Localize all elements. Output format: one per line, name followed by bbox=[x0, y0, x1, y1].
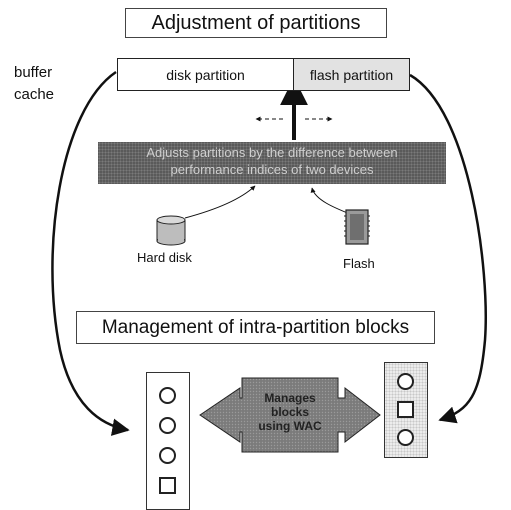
flash-label: Flash bbox=[343, 256, 375, 271]
buffer-cache-line-2: cache bbox=[14, 85, 55, 103]
block-square-icon bbox=[159, 477, 176, 494]
left-curved-arrow bbox=[51, 70, 130, 436]
hard-disk-arrow bbox=[184, 185, 256, 219]
adjustment-title: Adjustment of partitions bbox=[125, 8, 387, 38]
management-title: Management of intra-partition blocks bbox=[76, 311, 435, 344]
adjust-partitions-bar: Adjusts partitions by the difference bet… bbox=[98, 142, 446, 184]
wac-label: Manages blocks using WAC bbox=[244, 391, 336, 433]
buffer-cache-label: buffer cache bbox=[14, 62, 54, 106]
flash-memory-icon bbox=[344, 209, 370, 245]
block-circle-icon bbox=[159, 447, 176, 464]
adjust-bar-line-1: Adjusts partitions by the difference bet… bbox=[146, 145, 398, 160]
block-circle-icon bbox=[159, 417, 176, 434]
wac-line-2: blocks bbox=[270, 405, 309, 419]
hard-disk-label: Hard disk bbox=[137, 250, 192, 265]
wac-line-3: using WAC bbox=[258, 419, 322, 433]
left-block-column bbox=[146, 372, 190, 510]
block-square-icon bbox=[397, 401, 414, 418]
block-circle-icon bbox=[397, 373, 414, 390]
right-curved-arrow bbox=[409, 73, 487, 424]
disk-partition: disk partition bbox=[117, 58, 293, 91]
buffer-cache-line-1: buffer bbox=[14, 64, 53, 81]
wac-double-arrow bbox=[199, 377, 381, 453]
hard-disk-icon bbox=[156, 215, 186, 246]
block-circle-icon bbox=[159, 387, 176, 404]
flash-arrow bbox=[310, 187, 351, 215]
right-block-column bbox=[384, 362, 428, 458]
wac-line-1: Manages bbox=[264, 391, 316, 405]
adjust-bar-line-2: performance indices of two devices bbox=[170, 162, 374, 177]
block-circle-icon bbox=[397, 429, 414, 446]
flash-partition: flash partition bbox=[293, 58, 410, 91]
